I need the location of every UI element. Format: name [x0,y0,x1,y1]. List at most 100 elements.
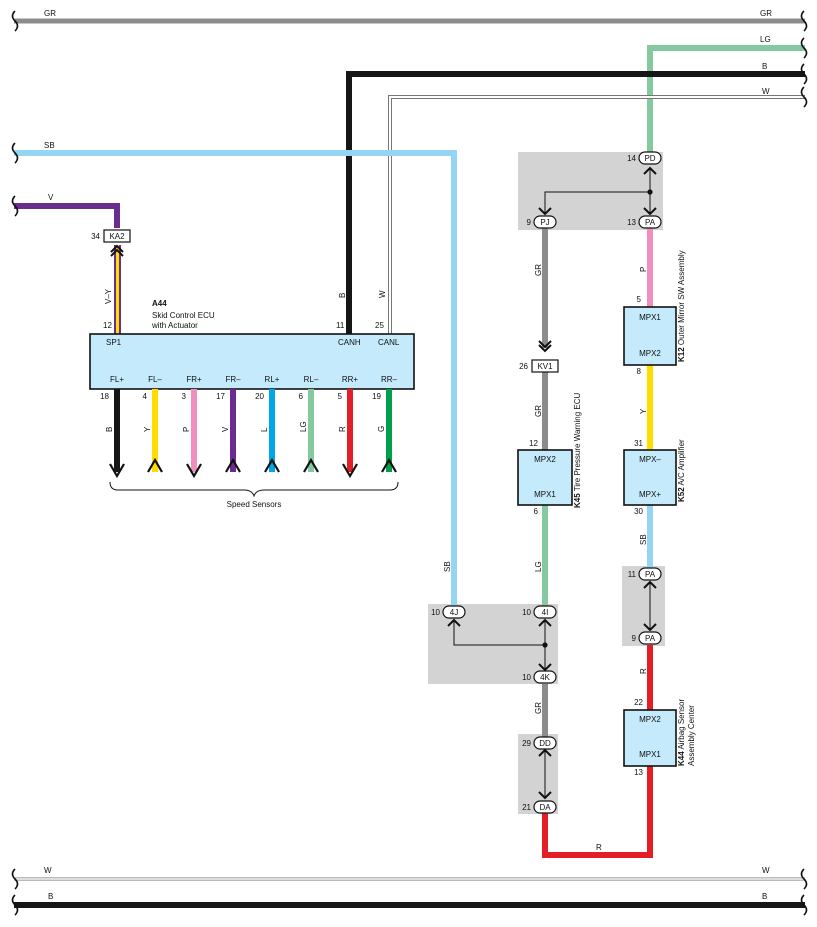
bus-w-inner [389,96,805,334]
k52-mpx-plus: MPX+ [639,490,661,499]
k45-mpx2: MPX2 [534,455,556,464]
sensor-wire-color-4: V [221,426,230,432]
sensor-pin-number-6: 6 [299,392,304,401]
bus-lg [647,45,805,160]
speed-sensors-label: Speed Sensors [227,500,282,509]
k52-module [623,449,677,506]
k44-mpx2: MPX2 [639,715,661,724]
pill-pa9-label: PA [645,634,656,643]
k44-mpx1: MPX1 [639,750,661,759]
k44-pin-bottom: 13 [634,768,643,777]
wire-label-bottom-r: R [596,843,602,852]
bus-gr-label-right: GR [760,9,772,18]
pill-pa-13 [638,215,662,229]
sensor-pin-number-8: 19 [372,392,381,401]
speed-sensors-brace [109,481,399,498]
k12-mpx1: MPX1 [639,313,661,322]
k44-name-1: K44 Airbag Sensor [677,699,686,767]
a44-canh-label: CANH [338,338,361,347]
k44-pin-top: 22 [634,698,643,707]
wire-label-pa9: R [639,668,648,674]
bus-w-bottom-label-left: W [44,866,52,875]
pill-4i [533,605,557,619]
sensor-wire-color-6: LG [299,421,308,432]
pill-pa11-label: PA [645,570,656,579]
sensor-pin-number-4: 17 [216,392,225,401]
connector-kv1-pin: 26 [519,362,528,371]
wire-label-k45: LG [534,561,543,572]
bus-lg-label: LG [760,35,771,44]
pill-pd-pin: 14 [627,154,636,163]
wire-label-sp1: V–Y [104,288,113,304]
pill-dd-label: DD [539,739,551,748]
k52-name: K52 A/C Amplifier [677,439,686,502]
connector-ka2-pin: 34 [91,232,100,241]
k45-module [517,449,573,506]
pill-4i-label: 4I [542,608,549,617]
pill-4j [442,605,466,619]
pill-dd-pin: 29 [522,739,531,748]
pill-4j-pin: 10 [431,608,440,617]
sensor-pin-number-1: 18 [100,392,109,401]
sensor-pin-number-2: 4 [143,392,148,401]
k45-name: K45 Tire Pressure Warning ECU [573,392,582,508]
sensor-wire-color-8: G [377,426,386,432]
pill-pa-9 [638,631,662,645]
pill-pa13-pin: 13 [627,218,636,227]
pill-pd [638,151,662,165]
bus-v-label: V [48,193,54,202]
sensor-arrow-down-7 [342,463,358,479]
splice-pd [647,189,653,195]
connector-kv1 [531,359,559,373]
k44-name-2: Assembly Center [687,705,696,766]
pill-4k-label: 4K [540,673,550,682]
bus-b-label: B [762,62,767,71]
a44-name-2: with Actuator [151,321,198,330]
wire-label-k12: Y [639,408,648,414]
sensor-pin-label-5: RL+ [265,375,280,384]
a44-name-1: Skid Control ECU [152,311,215,320]
sensor-wire-color-3: P [182,427,191,432]
a44-code: A44 [152,299,167,308]
sensor-arrow-down-1 [109,463,125,479]
wire-label-4k: GR [534,702,543,714]
sensor-pin-label-4: FR– [225,375,241,384]
pill-dd [533,736,557,750]
pill-pd-label: PD [644,154,655,163]
wire-v-y-stripe [116,245,119,334]
k12-mpx2: MPX2 [639,349,661,358]
pill-da-pin: 21 [522,803,531,812]
a44-canl-label: CANL [378,338,400,347]
k45-pin-top: 12 [529,439,538,448]
wire-label-k52: SB [639,534,648,545]
wire-label-sb: SB [443,561,452,572]
k44-module [623,709,677,767]
k52-mpx-minus: MPX– [639,455,661,464]
bus-w-bottom-label-right: W [762,866,770,875]
pill-pj-pin: 9 [527,218,532,227]
k12-pin-top: 5 [637,295,642,304]
a44-sp1-pin: 12 [103,321,112,330]
pill-pa9-pin: 9 [632,634,637,643]
pill-pj [533,215,557,229]
wire-da-k44 [542,766,653,858]
pill-4j-label: 4J [450,608,458,617]
sensor-arrow-up-8 [381,457,397,473]
pill-pa-11 [638,567,662,581]
a44-sp1-label: SP1 [106,338,122,347]
sensor-arrow-up-2 [147,457,163,473]
k12-name: K12 Outer Mirror SW Assembly [677,250,686,362]
connector-kv1-label: KV1 [537,362,553,371]
sensor-pin-label-7: RR+ [342,375,359,384]
a44-canh-pin: 11 [336,321,345,330]
sensor-pin-number-5: 20 [255,392,264,401]
sensor-arrow-up-5 [264,457,280,473]
pill-pa11-pin: 11 [628,570,637,579]
k12-pin-bottom: 8 [637,367,642,376]
wire-label-canl: W [378,290,387,298]
sensor-wire-color-5: L [260,427,269,432]
bus-b-bottom-label-right: B [762,892,767,901]
sensor-pin-label-8: RR– [381,375,398,384]
bus-b-canh [346,71,805,334]
sensor-pin-label-1: FL+ [110,375,124,384]
